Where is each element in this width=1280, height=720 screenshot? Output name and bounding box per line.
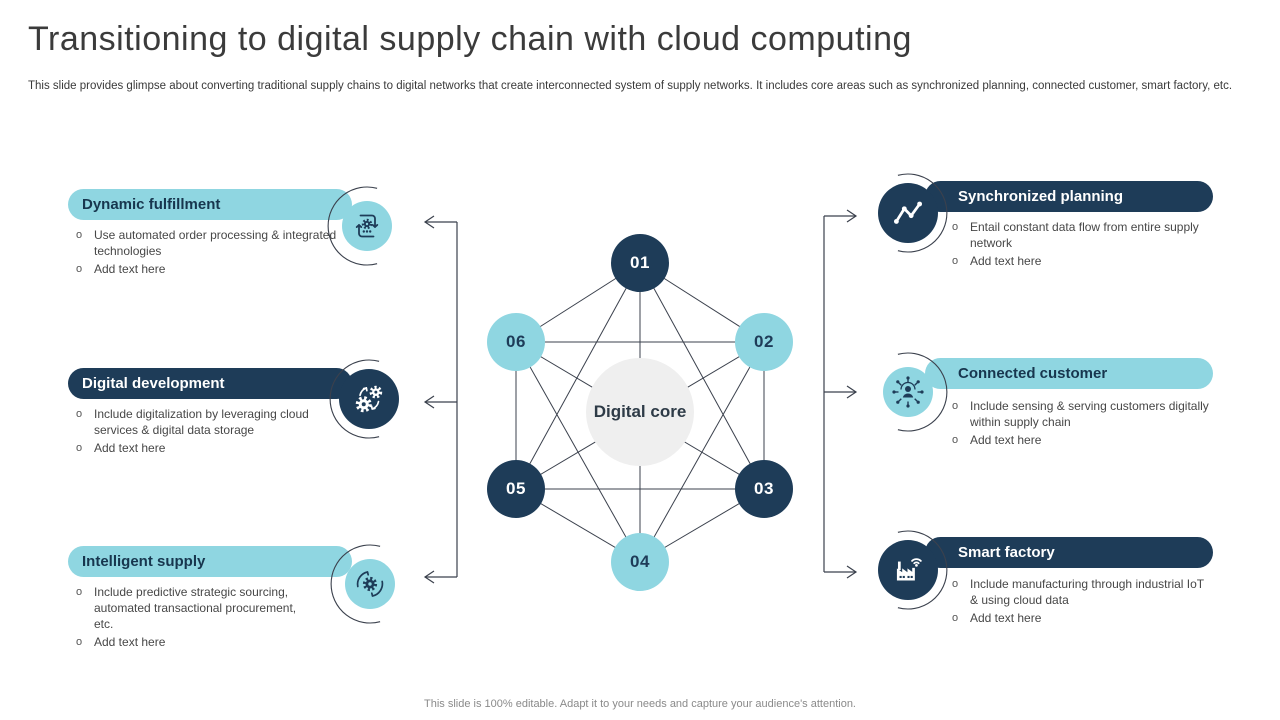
node-01[interactable]: 01: [611, 234, 669, 292]
section-header-digital-development[interactable]: Digital development: [68, 368, 352, 399]
decor-arc: [897, 530, 948, 610]
node-05-label: 05: [506, 479, 526, 498]
section-header-synchronized-planning[interactable]: Synchronized planning: [925, 181, 1213, 212]
bullet-marker: o: [76, 586, 83, 598]
editable-note: This slide is 100% editable. Adapt it to…: [424, 698, 856, 710]
smart-factory-icon: [878, 540, 938, 600]
digital-core-circle[interactable]: Digital core: [586, 358, 694, 466]
node-01-label: 01: [630, 253, 650, 272]
bullet-marker: o: [76, 441, 83, 454]
trend-chart-icon: [878, 183, 938, 243]
node-04-label: 04: [630, 552, 650, 571]
bullet-marker: o: [952, 433, 959, 446]
bullet-marker: o: [952, 578, 959, 590]
node-02[interactable]: 02: [735, 313, 793, 371]
digital-core-label: Digital core: [593, 402, 687, 421]
node-04[interactable]: 04: [611, 533, 669, 591]
section-title: Intelligent supply: [82, 553, 206, 570]
process-automation-icon: [342, 201, 392, 251]
section-header-connected-customer[interactable]: Connected customer: [925, 358, 1213, 389]
section-title: Smart factory: [958, 544, 1055, 561]
bullet-marker: o: [76, 262, 83, 275]
slide-description: This slide provides glimpse about conver…: [28, 80, 1233, 92]
section-title: Dynamic fulfillment: [82, 196, 221, 213]
bullet-marker: o: [76, 229, 83, 241]
section-title: Synchronized planning: [958, 188, 1124, 205]
bullet-marker: o: [76, 635, 83, 648]
section-title: Connected customer: [958, 365, 1108, 382]
decor-arc: [897, 352, 948, 432]
bullet-marker: o: [76, 408, 83, 420]
section-header-dynamic-fulfillment[interactable]: Dynamic fulfillment: [68, 189, 352, 220]
section-header-smart-factory[interactable]: Smart factory: [925, 537, 1213, 568]
node-06-label: 06: [506, 332, 526, 351]
gears-cycle-icon: [339, 369, 399, 429]
node-06[interactable]: 06: [487, 313, 545, 371]
section-title: Digital development: [82, 375, 225, 392]
node-02-label: 02: [754, 332, 774, 351]
node-05[interactable]: 05: [487, 460, 545, 518]
bullet-marker: o: [952, 254, 959, 267]
bullet-marker: o: [952, 611, 959, 624]
bullet-marker: o: [952, 400, 959, 412]
node-03[interactable]: 03: [735, 460, 793, 518]
decor-arc: [327, 186, 378, 266]
left-connector-arrows: [423, 215, 458, 584]
gear-sync-icon: [345, 559, 395, 609]
decor-arc: [897, 173, 948, 253]
bullet-marker: o: [952, 221, 959, 233]
node-03-label: 03: [754, 479, 774, 498]
decor-arc: [330, 544, 381, 624]
decor-arc: [329, 359, 380, 439]
page-title: Transitioning to digital supply chain wi…: [28, 20, 912, 58]
customer-network-icon: [883, 367, 933, 417]
section-header-intelligent-supply[interactable]: Intelligent supply: [68, 546, 352, 577]
